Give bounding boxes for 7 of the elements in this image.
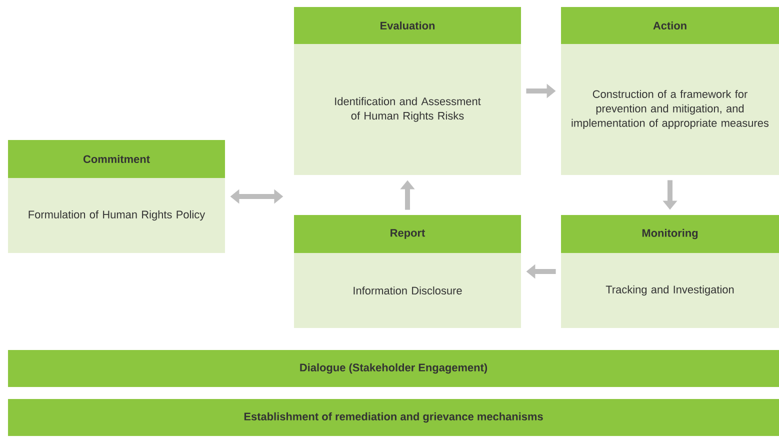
- step-box: Commitment Formulation of Human Rights Policy: [8, 140, 225, 253]
- band: Dialogue (Stakeholder Engagement): [8, 350, 779, 387]
- step-box: Monitoring Tracking and Investigation: [561, 215, 779, 328]
- step-box: Evaluation Identification and Assessment of Human Rights Risks: [294, 7, 521, 175]
- band: Establishment of remediation and grievance mechanisms: [8, 399, 779, 436]
- step-box: Report Information Disclosure: [294, 215, 521, 328]
- step-box: Action Construction of a framework for prevention and mitigation, and implementation of appropriate measures: [561, 7, 779, 175]
